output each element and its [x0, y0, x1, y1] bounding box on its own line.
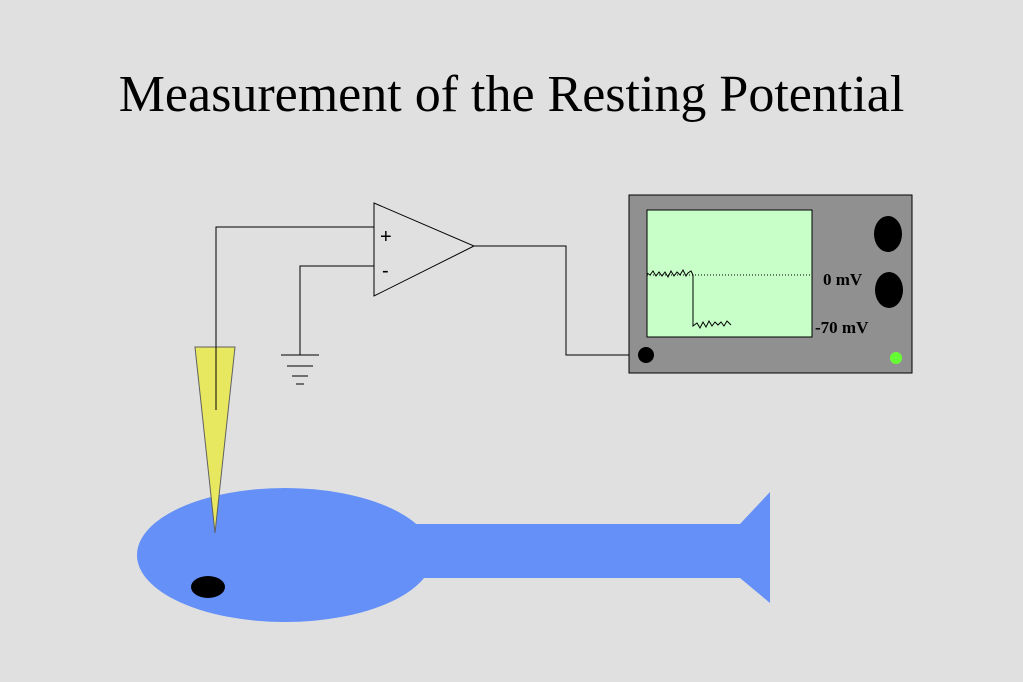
input-jack[interactable] — [638, 347, 654, 363]
ground-symbol — [281, 354, 319, 385]
amplifier-minus-label: - — [382, 260, 389, 282]
neuron — [137, 488, 770, 622]
slide-title: Measurement of the Resting Potential — [118, 66, 905, 123]
amplifier-triangle — [373, 202, 476, 297]
resting-mv-label: -70 mV — [815, 318, 869, 337]
oscilloscope: 0 mV -70 mV — [628, 194, 913, 374]
electrode-glass — [194, 346, 236, 534]
neuron-soma — [137, 488, 433, 622]
wire-ground-to-minus — [299, 265, 374, 355]
power-indicator-light — [890, 352, 902, 364]
oscilloscope-knob-top[interactable] — [874, 216, 902, 252]
voltage-trace — [646, 268, 732, 330]
wires — [215, 226, 645, 356]
oscilloscope-knob-bottom[interactable] — [875, 272, 903, 308]
wire-electrode-to-plus — [215, 226, 374, 347]
oscilloscope-screen — [646, 209, 813, 338]
neuron-axon — [410, 492, 770, 603]
amplifier-plus-label: + — [380, 226, 392, 248]
amplifier: + - — [373, 202, 476, 297]
wire-amp-to-scope — [474, 245, 645, 356]
zero-mv-label: 0 mV — [823, 270, 863, 289]
neuron-nucleus — [191, 576, 225, 598]
microelectrode — [194, 346, 236, 534]
